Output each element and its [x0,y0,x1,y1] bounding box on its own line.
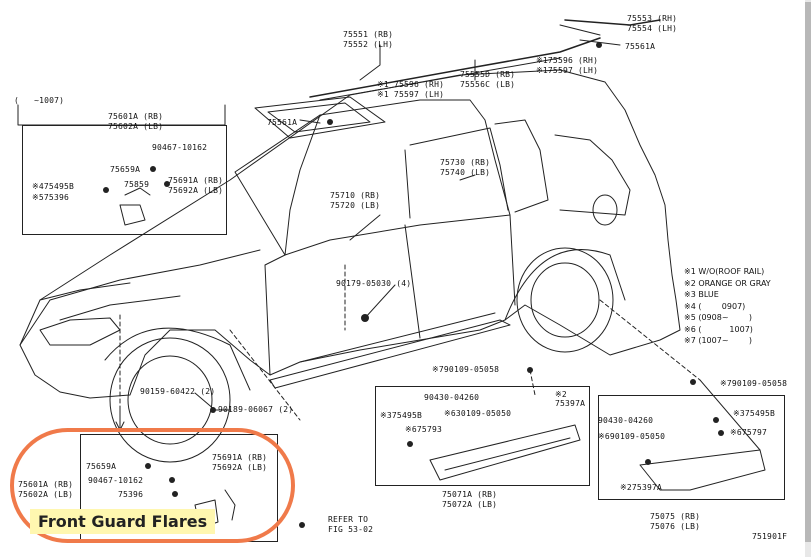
label-bottom-75396: 75396 [118,490,144,499]
label-inset-front-lh: 75602A (LB) [108,122,164,131]
figure-code: 751901F [752,532,788,541]
label-clip-75597-top: ※175597 (LH) [536,66,599,75]
note-5: ※5 (0908~ ) [684,313,752,322]
label-clip-90189: 90189-06067 (2) [218,405,294,414]
label-rear-lh: 75076 (LB) [650,522,701,531]
highlight-oval [10,428,295,543]
label-rail-75555: 75555D (RB) [460,70,516,79]
label-clip-75597: ※1 75597 (LH) [377,90,445,99]
label-clip-375495b: ※375495B [380,411,423,420]
label-inset-75859: 75859 [124,180,150,189]
rear-wheel [516,247,614,353]
label-roof-rail-lh: 75552 (LH) [343,40,394,49]
label-clip-90430-mid: 90430-04260 [424,393,480,402]
label-clip-75596: ※1 75596 (RH) [377,80,445,89]
label-clip-90159: 90159-60422 (2) [140,387,216,396]
sunroof [254,96,386,139]
label-bottom-75659a: 75659A [86,462,117,471]
label-rear-rh: 75075 (RB) [650,512,701,521]
label-roof-rail-rh: 75551 (RB) [343,30,394,39]
label-clip-690109-right: ※690109-05050 [598,432,666,441]
note-6: ※6 ( 1007) [684,324,753,334]
label-clip-630109: ※630109-05050 [444,409,512,418]
label-clip-675797: ※675797 [730,428,768,437]
label-inset-75692a: 75692A (LB) [168,186,224,195]
label-inset-75659a: 75659A [110,165,141,174]
scrollbar-thumb[interactable] [805,2,811,542]
label-clip-90430-right: 90430-04260 [598,416,654,425]
label-clip-275397a: ※275397A [620,483,663,492]
roof-rail [309,37,601,98]
label-clip-375495b-right: ※375495B [733,409,776,418]
rocker-molding [269,319,511,389]
label-rail-75556: 75556C (LB) [460,80,516,89]
label-inset-range: ( ~1007) [14,96,65,105]
inset-box-rocker [375,386,590,486]
label-clip-790109-mid: ※790109-05058 [432,365,500,374]
label-clip-675793: ※675793 [405,425,443,434]
label-inset-75691a: 75691A (RB) [168,176,224,185]
window-frame-front [234,99,511,256]
label-inset-90467: 90467-10162 [152,143,208,152]
note-7: ※7 (1007~ ) [684,336,752,345]
note-1: ※1 W/O(ROOF RAIL) [684,267,765,276]
headlight [39,317,121,346]
highlight-label: Front Guard Flares [30,509,216,534]
label-refer-to: REFER TO [328,515,369,524]
label-clip-75596-top: ※175596 (RH) [536,56,599,65]
label-bottom-90467: 90467-10162 [88,476,144,485]
label-clip-2-mid: ※2 [555,390,567,399]
front-wheel [109,337,231,463]
note-3: ※3 BLUE [684,290,719,299]
label-door-rh: 75710 (RB) [330,191,381,200]
inset-box-front-upper [22,125,227,235]
inset-box-rear [598,395,785,500]
label-rocker-rh: 75071A (RB) [442,490,498,499]
label-window-lh: 75740 (LB) [440,168,491,177]
window-divider [404,149,411,219]
label-clip-75561a-top: 75561A [625,42,656,51]
label-roof-rail-rear-lh: 75554 (LH) [627,24,678,33]
label-clip-75397a-mid: 75397A [555,399,586,408]
label-clip-90179: 90179-05030 (4) [336,279,412,288]
label-window-rh: 75730 (RB) [440,158,491,167]
label-rocker-lh: 75072A (LB) [442,500,498,509]
label-clip-75561a-roof: 75561A [267,118,298,127]
label-inset-75396: ※575396 [32,193,70,202]
note-4: ※4 ( 0907) [684,301,746,311]
label-clip-790109-right: ※790109-05058 [720,379,788,388]
note-2: ※2 ORANGE OR GRAY [684,278,771,288]
label-door-lh: 75720 (LB) [330,201,381,210]
label-inset-front-rh: 75601A (RB) [108,112,164,121]
vertical-scrollbar[interactable] [805,0,811,557]
notes-legend: ※1 W/O(ROOF RAIL) ※2 ORANGE OR GRAY ※3 B… [684,266,771,347]
label-refer-fig: FIG 53-02 [328,525,374,534]
label-inset-75495b: ※475495B [32,182,75,191]
label-roof-rail-rear-rh: 75553 (RH) [627,14,678,23]
